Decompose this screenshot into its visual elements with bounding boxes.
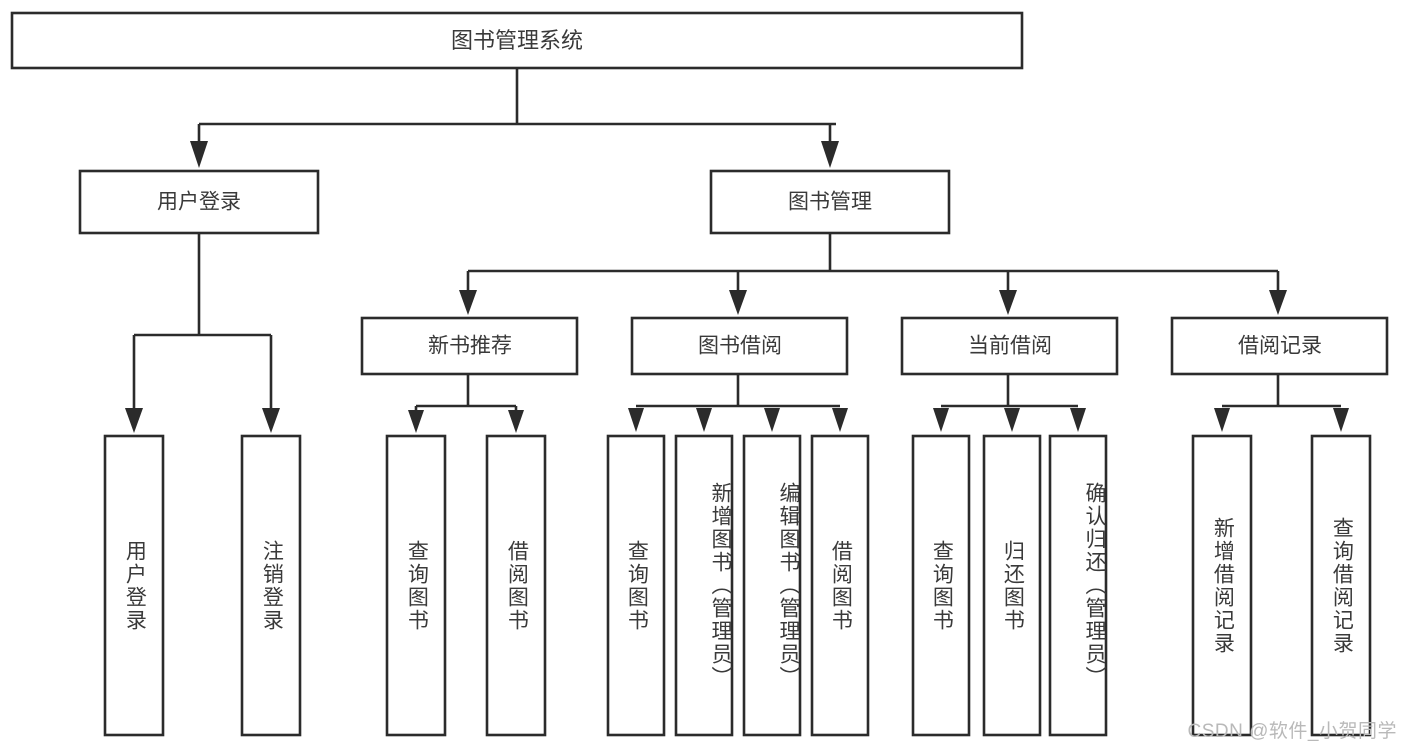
arrow-head-leaf-edit-book [764,408,780,432]
node-new-book-rec-label: 新书推荐 [428,335,512,358]
node-leaf-add-book-box[interactable] [674,434,734,737]
arrow-head-leaf-add-book [696,408,712,432]
arrow-head-book-borrow [729,290,747,315]
arrow-head-leaf-user-login [125,408,143,433]
node-leaf-query-book-2-box[interactable] [606,434,666,737]
connector-group-borrow-record [1214,374,1349,432]
arrow-head-user-login [190,141,208,168]
arrow-head-leaf-borrow-book-1 [508,410,524,433]
arrow-head-book-manage [821,141,839,168]
node-leaf-borrow-book-1-box[interactable] [485,434,547,737]
node-leaf-user-login-box[interactable] [103,434,165,737]
node-book-manage-label: 图书管理 [788,191,872,214]
node-book-borrow-label: 图书借阅 [698,335,782,358]
node-leaf-borrow-book-2-box[interactable] [810,434,870,737]
connector-group-current-borrow [933,374,1086,432]
node-borrow-record[interactable]: 借阅记录 [1170,316,1389,376]
node-root-label: 图书管理系统 [451,28,583,53]
connector-group-new-book-rec [408,374,524,433]
node-user-login[interactable]: 用户登录 [78,169,320,235]
node-leaf-logout-box[interactable] [240,434,302,737]
node-current-borrow[interactable]: 当前借阅 [900,316,1119,376]
node-leaf-edit-book-box[interactable] [742,434,802,737]
node-book-borrow[interactable]: 图书借阅 [630,316,849,376]
arrow-head-leaf-query-book-3 [933,408,949,432]
connector-group-book-manage [459,233,1287,315]
node-root-box[interactable] [10,11,1024,70]
node-book-manage-box[interactable] [709,169,951,235]
node-borrow-record-box[interactable] [1170,316,1389,376]
node-borrow-record-label: 借阅记录 [1238,335,1322,358]
arrow-head-leaf-query-book-2 [628,408,644,432]
arrow-head-leaf-logout [262,408,280,433]
arrow-head-leaf-return-book [1004,408,1020,432]
arrow-head-leaf-query-record [1333,408,1349,432]
csdn-watermark: CSDN @软件_小贺同学 [1187,721,1397,742]
node-current-borrow-label: 当前借阅 [968,335,1052,358]
arrow-head-borrow-record [1269,290,1287,315]
node-new-book-rec[interactable]: 新书推荐 [360,316,579,376]
node-book-manage[interactable]: 图书管理 [709,169,951,235]
node-leaf-return-book-box[interactable] [982,434,1042,737]
connector-group-user-login [125,233,280,433]
node-user-login-box[interactable] [78,169,320,235]
connector-group-root [190,68,839,168]
node-leaf-add-record-box[interactable] [1191,434,1253,737]
arrow-head-leaf-query-book-1 [408,410,424,433]
node-root[interactable]: 图书管理系统 [10,11,1024,70]
node-user-login-label: 用户登录 [157,191,241,214]
node-leaf-query-book-3-box[interactable] [911,434,971,737]
connector-group-book-borrow [628,374,848,432]
node-leaf-query-record-box[interactable] [1310,434,1372,737]
arrow-head-current-borrow [999,290,1017,315]
arrow-head-new-book-rec [459,290,477,315]
node-new-book-rec-box[interactable] [360,316,579,376]
arrow-head-leaf-add-record [1214,408,1230,432]
arrow-head-leaf-confirm-return [1070,408,1086,432]
node-book-borrow-box[interactable] [630,316,849,376]
node-current-borrow-box[interactable] [900,316,1119,376]
arrow-head-leaf-borrow-book-2 [832,408,848,432]
leaf-boxes [103,434,1372,737]
node-leaf-confirm-return-box[interactable] [1048,434,1108,737]
node-leaf-query-book-1-box[interactable] [385,434,447,737]
